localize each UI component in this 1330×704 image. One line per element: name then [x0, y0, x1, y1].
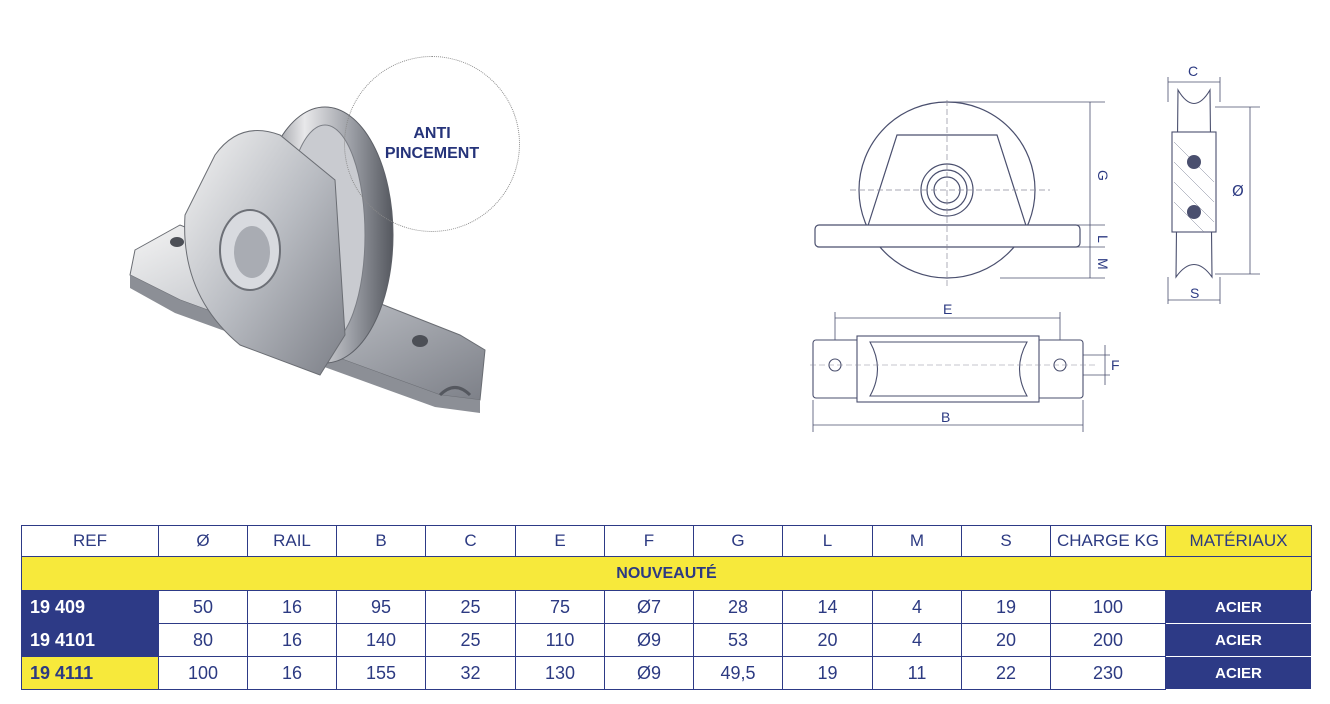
header-b: B [336, 525, 426, 557]
cell-f: Ø9 [604, 623, 694, 657]
row-ref: 19 409 [21, 590, 159, 624]
cell-charge: 200 [1050, 623, 1166, 657]
cell-charge: 100 [1050, 590, 1166, 624]
cell-c: 32 [425, 656, 516, 690]
front-dim-m: M [1095, 258, 1111, 270]
cell-m: 4 [872, 590, 962, 624]
front-dim-g: G [1095, 170, 1111, 181]
cell-e: 75 [515, 590, 605, 624]
header-ref: REF [21, 525, 159, 557]
callout-line-2: PINCEMENT [384, 145, 480, 162]
cell-s: 19 [961, 590, 1051, 624]
cell-b: 140 [336, 623, 426, 657]
header-materiaux: MATÉRIAUX [1165, 525, 1312, 557]
cell-diameter: 100 [158, 656, 248, 690]
cell-diameter: 50 [158, 590, 248, 624]
table-row: 19 409 50 16 95 25 75 Ø7 28 14 4 19 100 … [21, 590, 1312, 624]
header-diameter: Ø [158, 525, 248, 557]
anti-pincement-callout: ANTI PINCEMENT [344, 56, 520, 232]
nouveaute-row: NOUVEAUTÉ [21, 556, 1312, 591]
cell-b: 95 [336, 590, 426, 624]
header-charge-kg: CHARGE KG [1050, 525, 1166, 557]
side-view-drawing: C Ø S [1167, 63, 1260, 304]
cell-m: 4 [872, 623, 962, 657]
nouveaute-label: NOUVEAUTÉ [21, 556, 1312, 591]
cell-diameter: 80 [158, 623, 248, 657]
header-m: M [872, 525, 962, 557]
side-dim-c: C [1188, 63, 1198, 79]
cell-g: 28 [693, 590, 783, 624]
cell-e: 130 [515, 656, 605, 690]
cell-m: 11 [872, 656, 962, 690]
cell-s: 22 [961, 656, 1051, 690]
cell-e: 110 [515, 623, 605, 657]
cell-material: ACIER [1165, 656, 1312, 690]
table-row: 19 4111 100 16 155 32 130 Ø9 49,5 19 11 … [21, 656, 1312, 690]
cell-c: 25 [425, 590, 516, 624]
cell-g: 49,5 [693, 656, 783, 690]
header-l: L [782, 525, 873, 557]
top-dim-e: E [943, 301, 952, 317]
spec-table: REF Ø RAIL B C E F G L M S CHARGE KG MAT… [21, 525, 1312, 690]
cell-l: 14 [782, 590, 873, 624]
table-header-row: REF Ø RAIL B C E F G L M S CHARGE KG MAT… [21, 525, 1312, 557]
cell-l: 20 [782, 623, 873, 657]
row-ref: 19 4101 [21, 623, 159, 657]
cell-s: 20 [961, 623, 1051, 657]
side-dim-diameter: Ø [1232, 182, 1244, 200]
header-rail: RAIL [247, 525, 337, 557]
cell-rail: 16 [247, 656, 337, 690]
header-c: C [425, 525, 516, 557]
cell-rail: 16 [247, 623, 337, 657]
header-g: G [693, 525, 783, 557]
top-dim-f: F [1111, 357, 1120, 373]
header-f: F [604, 525, 694, 557]
cell-c: 25 [425, 623, 516, 657]
cell-charge: 230 [1050, 656, 1166, 690]
cell-rail: 16 [247, 590, 337, 624]
front-view-drawing: G L M [814, 100, 1111, 287]
cell-f: Ø9 [604, 656, 694, 690]
cell-g: 53 [693, 623, 783, 657]
cell-l: 19 [782, 656, 873, 690]
cell-material: ACIER [1165, 590, 1312, 624]
cell-b: 155 [336, 656, 426, 690]
header-s: S [961, 525, 1051, 557]
front-dim-l: L [1095, 235, 1111, 243]
cell-f: Ø7 [604, 590, 694, 624]
callout-line-1: ANTI [413, 125, 451, 142]
top-view-drawing: E F B [810, 301, 1120, 432]
table-row: 19 4101 80 16 140 25 110 Ø9 53 20 4 20 2… [21, 623, 1312, 657]
header-e: E [515, 525, 605, 557]
top-dim-b: B [941, 409, 950, 425]
side-dim-s: S [1190, 285, 1199, 301]
cell-material: ACIER [1165, 623, 1312, 657]
row-ref: 19 4111 [21, 656, 159, 690]
